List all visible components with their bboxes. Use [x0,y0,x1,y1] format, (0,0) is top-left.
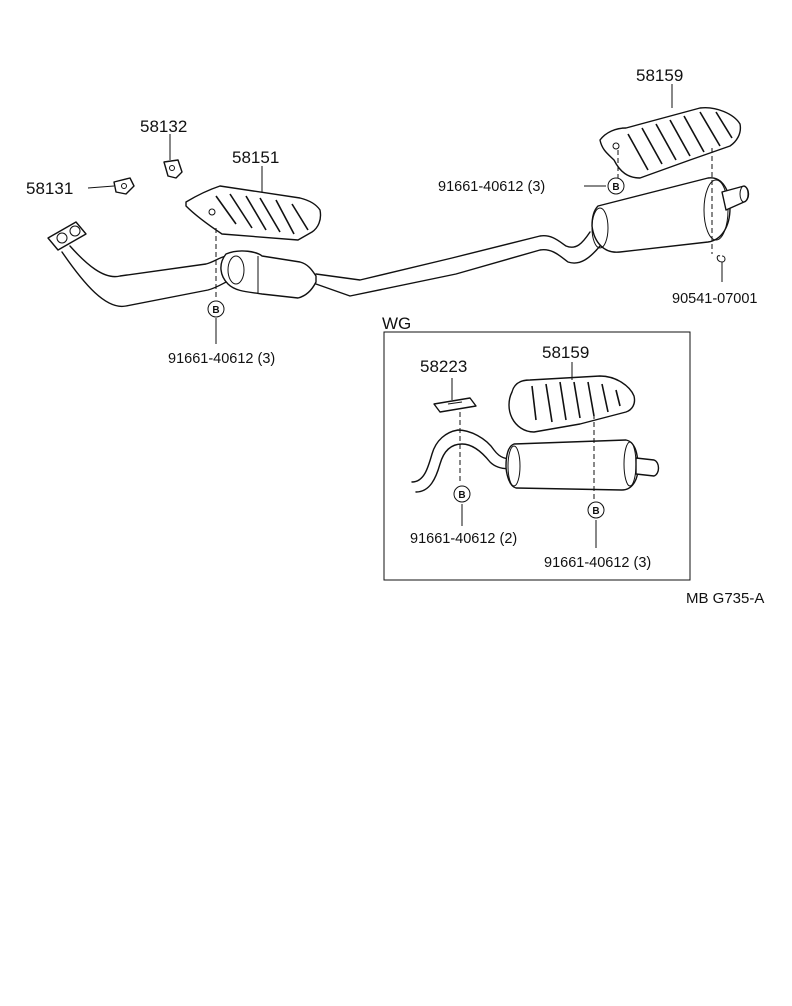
bolt-badge-rear: B [607,177,625,195]
heat-insulator-front [185,185,322,241]
clamp-58132 [163,159,183,179]
label-58159: 58159 [636,66,683,85]
center-exhaust-pipe [315,231,601,297]
label-wg-bolts-right: 91661-40612 (3) [544,555,651,571]
reference-code: MB G735-A [686,590,764,607]
label-front-bolts: 91661-40612 (3) [168,351,275,367]
svg-text:B: B [612,182,619,193]
label-58223: 58223 [420,357,467,376]
label-58159-wg: 58159 [542,343,589,362]
bolt-badge-wg-right: B [587,501,605,519]
bolt-badge-wg-left: B [453,485,471,503]
label-58132: 58132 [140,117,187,136]
inset-title: WG [382,314,411,333]
label-rear-bolts: 91661-40612 (3) [438,179,545,195]
wg-inset: WG B B [382,314,691,581]
label-58131: 58131 [26,179,73,198]
svg-text:B: B [592,506,599,517]
label-tail-clip: 90541-07001 [672,291,757,307]
main-muffler [591,177,750,253]
heat-insulator-rear [599,107,742,179]
label-58151: 58151 [232,148,279,167]
clamp-58131 [113,177,135,195]
label-wg-bolts-left: 91661-40612 (2) [410,531,517,547]
svg-text:B: B [212,305,219,316]
bolt-badge-front: B [207,300,225,318]
svg-text:B: B [458,490,465,501]
catalytic-converter [220,250,317,299]
leader-lines [87,84,726,344]
front-exhaust-pipe [47,221,231,308]
